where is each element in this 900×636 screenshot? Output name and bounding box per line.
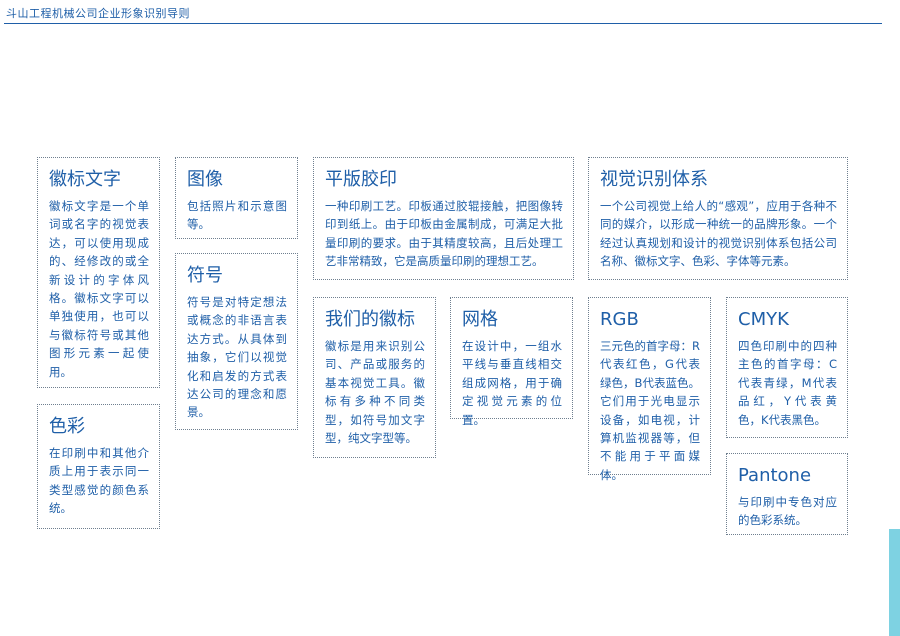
document-header-title: 斗山工程机械公司企业形象识别导则 xyxy=(6,7,190,20)
card-title: 我们的徽标 xyxy=(325,309,415,330)
card-title: 符号 xyxy=(187,265,223,286)
card-grid: 网格 在设计中，一组水平线与垂直线相交组成网格，用于确定视觉元素的位置。 xyxy=(450,297,573,427)
card-visual-identity-system: 视觉识别体系 一个公司视觉上给人的“感观”，应用于各种不同的媒介，以形成一种统一… xyxy=(588,157,848,280)
card-cmyk: CMYK 四色印刷中的四种主色的首字母：C代表青绿，M代表品红，Y代表黄色，K代… xyxy=(726,297,848,438)
card-body: 在印刷中和其他介质上用于表示同一类型感觉的颜色系统。 xyxy=(49,446,149,516)
card-image: 图像 包括照片和示意图等。 xyxy=(175,157,298,239)
card-body: 四色印刷中的四种主色的首字母：C代表青绿，M代表品红，Y代表黄色，K代表黑色。 xyxy=(738,339,837,427)
card-title: Pantone xyxy=(738,465,812,486)
header-divider xyxy=(4,23,882,24)
card-pantone: Pantone 与印刷中专色对应的色彩系统。 xyxy=(726,453,848,535)
card-title: 图像 xyxy=(187,169,223,190)
card-title: CMYK xyxy=(738,309,789,330)
page-accent-bar xyxy=(889,529,900,636)
card-title: RGB xyxy=(600,309,639,330)
card-title: 色彩 xyxy=(49,416,85,437)
card-body: 一个公司视觉上给人的“感观”，应用于各种不同的媒介，以形成一种统一的品牌形象。一… xyxy=(600,199,837,269)
card-body: 在设计中，一组水平线与垂直线相交组成网格，用于确定视觉元素的位置。 xyxy=(462,339,562,427)
card-rgb: RGB 三元色的首字母：R代表红色，G代表绿色，B代表蓝色。它们用于光电显示设备… xyxy=(588,297,711,482)
card-body: 符号是对特定想法或概念的非语言表达方式。从具体到抽象，它们以视觉化和启发的方式表… xyxy=(187,295,287,420)
card-body: 一种印刷工艺。印板通过胶辊接触，把图像转印到纸上。由于印板由金属制成，可满足大批… xyxy=(325,199,563,269)
card-body: 徽标是用来识别公司、产品或服务的基本视觉工具。徽标有多种不同类型，如符号加文字型… xyxy=(325,339,425,446)
card-symbol: 符号 符号是对特定想法或概念的非语言表达方式。从具体到抽象，它们以视觉化和启发的… xyxy=(175,253,298,430)
card-title: 平版胶印 xyxy=(325,169,397,190)
card-title: 徽标文字 xyxy=(49,169,121,190)
card-body: 三元色的首字母：R代表红色，G代表绿色，B代表蓝色。它们用于光电显示设备，如电视… xyxy=(600,339,700,482)
card-our-logo: 我们的徽标 徽标是用来识别公司、产品或服务的基本视觉工具。徽标有多种不同类型，如… xyxy=(313,297,436,458)
card-body: 与印刷中专色对应的色彩系统。 xyxy=(738,495,837,528)
card-color: 色彩 在印刷中和其他介质上用于表示同一类型感觉的颜色系统。 xyxy=(37,404,160,529)
card-logotype: 徽标文字 徽标文字是一个单词或名字的视觉表达，可以使用现成的、经修改的或全新设计… xyxy=(37,157,160,388)
card-body: 徽标文字是一个单词或名字的视觉表达，可以使用现成的、经修改的或全新设计的字体风格… xyxy=(49,199,149,379)
card-body: 包括照片和示意图等。 xyxy=(187,199,287,232)
card-title: 视觉识别体系 xyxy=(600,169,708,190)
card-offset-printing: 平版胶印 一种印刷工艺。印板通过胶辊接触，把图像转印到纸上。由于印板由金属制成，… xyxy=(313,157,574,280)
card-title: 网格 xyxy=(462,309,498,330)
